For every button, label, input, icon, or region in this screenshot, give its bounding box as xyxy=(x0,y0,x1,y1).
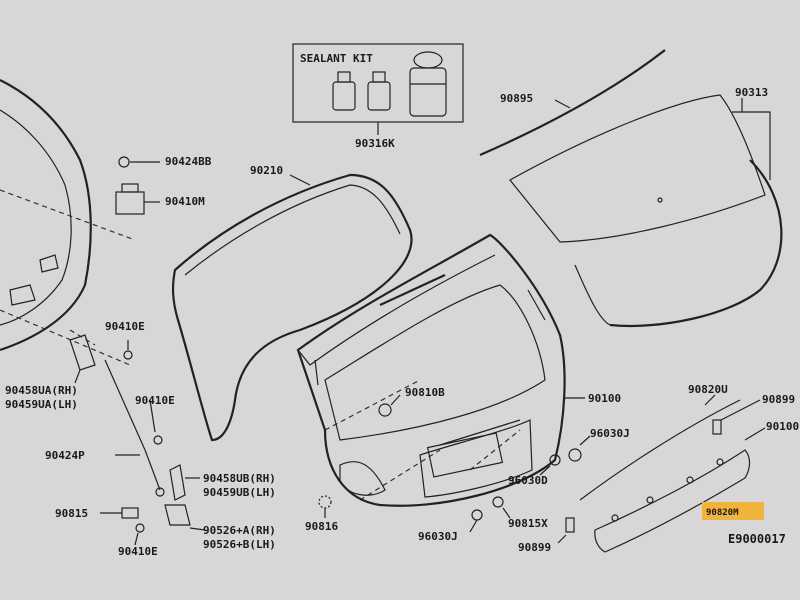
label-90100-garnish: 90100 xyxy=(766,420,799,433)
window-moulding-strip xyxy=(479,49,666,157)
label-96030D: 96030D xyxy=(508,474,548,487)
label-90313: 90313 xyxy=(735,86,768,99)
label-90895: 90895 xyxy=(500,92,533,105)
emblem-mount xyxy=(378,403,392,417)
label-90810B: 90810B xyxy=(405,386,445,399)
diagram-code: E9000017 xyxy=(728,532,786,546)
label-96030J-lower: 96030J xyxy=(418,530,458,543)
weatherstrip-seal xyxy=(171,173,413,442)
label-90410M: 90410M xyxy=(165,195,205,208)
label-90899-upper: 90899 xyxy=(762,393,795,406)
upper-stay-bracket xyxy=(69,334,96,384)
bumper-stopper-90815 xyxy=(100,507,139,519)
license-plate-recess xyxy=(426,432,504,478)
label-90210: 90210 xyxy=(250,164,283,177)
stay-bracket-90526 xyxy=(164,504,206,531)
label-90316K: 90316K xyxy=(355,137,395,150)
label-90410E-lower: 90410E xyxy=(118,545,158,558)
reference-lines xyxy=(0,189,521,501)
label-90526A: 90526+A(RH) xyxy=(203,524,276,537)
hinge-bolt xyxy=(118,156,160,168)
clip-90816 xyxy=(318,495,332,518)
car-body-outline xyxy=(0,79,92,352)
bolt-90410E-upper xyxy=(123,340,133,360)
highlight-tag-box xyxy=(702,502,764,520)
label-90459UB: 90459UB(LH) xyxy=(203,486,276,499)
bolt-90410E-middle xyxy=(149,399,163,445)
garnish-seal-strip xyxy=(579,394,741,501)
clip-90899-upper xyxy=(712,399,761,435)
label-90820U: 90820U xyxy=(688,383,728,396)
highlight-tag-label: 90820M xyxy=(706,508,739,518)
label-96030J-upper: 96030J xyxy=(590,427,630,440)
label-90458UB: 90458UB(RH) xyxy=(203,472,276,485)
bolt-90410E-lower xyxy=(134,523,145,546)
label-90100: 90100 xyxy=(588,392,621,405)
sealant-tube-small-icon xyxy=(367,71,391,111)
nut-96030J-lower xyxy=(469,509,483,533)
highlight-tag: 90820M xyxy=(702,502,764,520)
label-90410E-middle: 90410E xyxy=(135,394,175,407)
label-90410E-upper: 90410E xyxy=(105,320,145,333)
label-90899-lower: 90899 xyxy=(518,541,551,554)
tailgate-garnish-panel xyxy=(594,427,766,553)
label-90815: 90815 xyxy=(55,507,88,520)
rear-window-glass xyxy=(509,94,783,328)
label-90526B: 90526+B(LH) xyxy=(203,538,276,551)
label-90459UA: 90459UA(LH) xyxy=(5,398,78,411)
label-90815X: 90815X xyxy=(508,517,548,530)
nut-96030D xyxy=(539,454,561,476)
sealant-kit-title: SEALANT KIT xyxy=(300,52,373,65)
clip-90899-lower xyxy=(557,517,575,544)
hinge-bracket xyxy=(115,183,160,215)
sealant-tube-small-icon xyxy=(332,71,356,111)
back-door-panel xyxy=(296,233,566,507)
lower-stay-bracket xyxy=(169,464,200,501)
label-90458UA: 90458UA(RH) xyxy=(5,384,78,397)
clip-90815X xyxy=(492,496,511,519)
nut-96030J-upper xyxy=(568,435,591,462)
sealant-kit-box: SEALANT KIT xyxy=(292,43,464,135)
gas-stay-strut xyxy=(104,359,165,497)
sealant-canister-icon xyxy=(409,51,447,117)
label-90816: 90816 xyxy=(305,520,338,533)
label-90424BB: 90424BB xyxy=(165,155,212,168)
label-90424P: 90424P xyxy=(45,449,85,462)
